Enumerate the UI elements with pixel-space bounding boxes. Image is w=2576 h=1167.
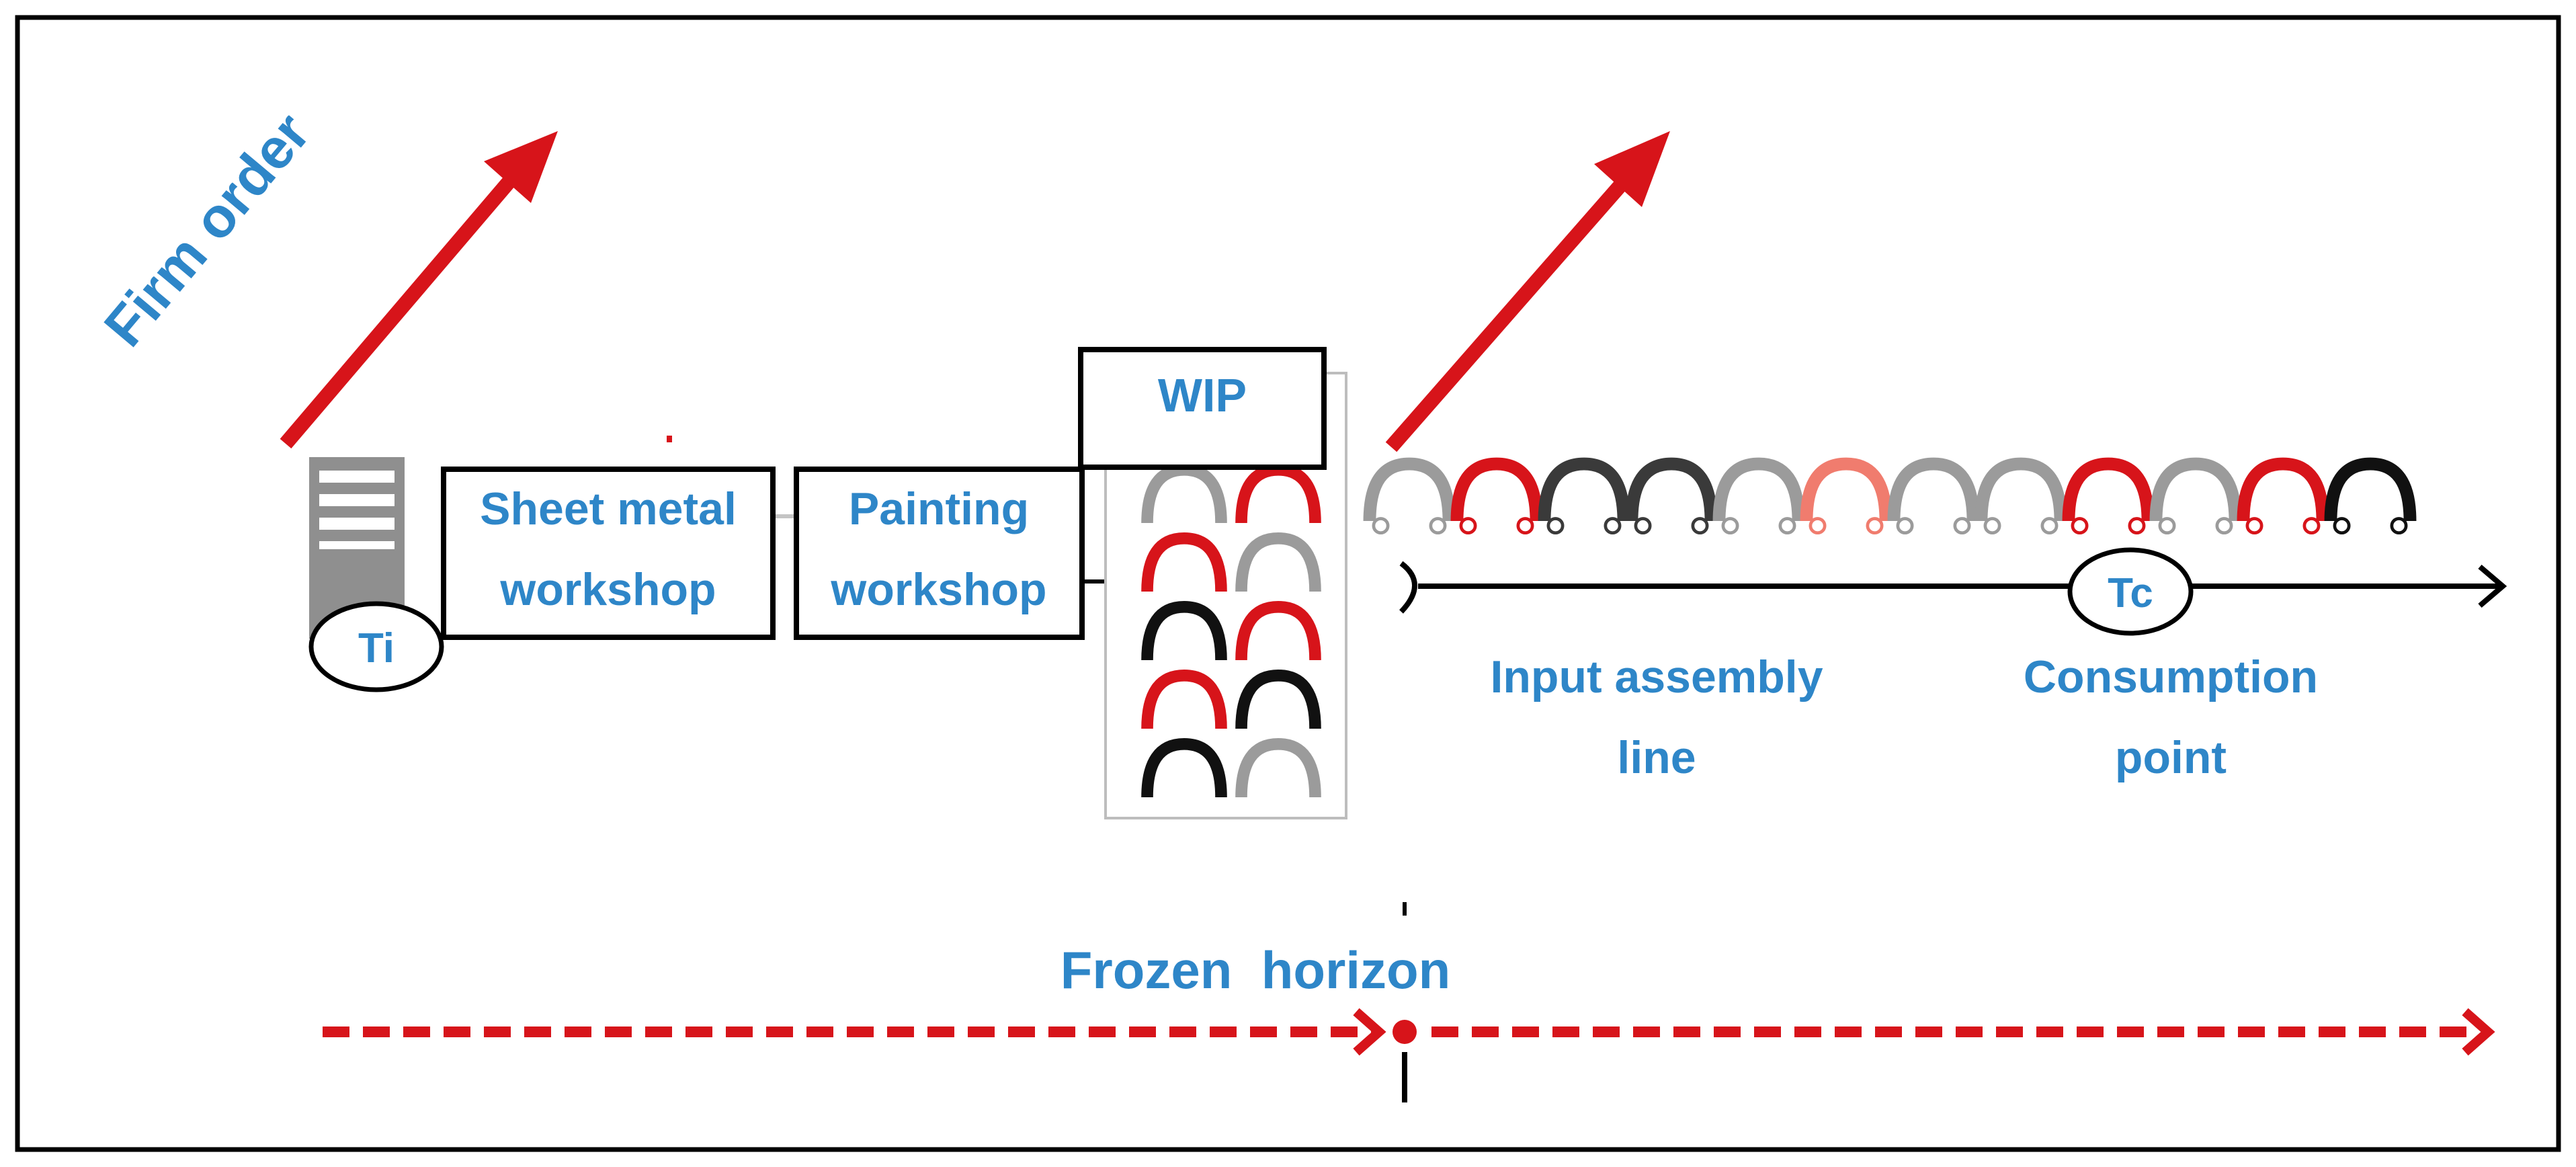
car-icon: [1235, 669, 1321, 729]
tc-node: Tc: [2067, 547, 2194, 636]
assembly-line: [1399, 561, 2507, 614]
car-icon: [1141, 600, 1227, 661]
frozen-horizon-label: Frozen horizon: [1061, 940, 1451, 1000]
car-icon: [1235, 532, 1321, 592]
outer-frame: [15, 15, 2561, 1152]
consumption-point-label-1: Consumption: [2024, 651, 2318, 702]
car-icon: [1141, 532, 1227, 592]
car-icon: [1235, 737, 1321, 798]
car-icon: [1975, 457, 2067, 535]
frozen-horizon-arrowhead-right: [2462, 1008, 2495, 1056]
wip-label: WIP: [1158, 369, 1247, 421]
painting-label-line2: workshop: [830, 564, 1046, 615]
car-icon: [2324, 457, 2417, 535]
car-icon: [1450, 457, 1543, 535]
sheet-metal-label-line2: workshop: [499, 564, 716, 615]
tc-label: Tc: [2108, 570, 2153, 616]
car-icon: [2149, 457, 2242, 535]
firm-order-label: Firm order: [92, 101, 322, 358]
ti-node: Ti: [308, 601, 444, 692]
sheet-metal-workshop-box: Sheet metal workshop: [441, 467, 776, 640]
car-icon: [1141, 669, 1227, 729]
car-icon: [1363, 457, 1456, 535]
ti-label: Ti: [358, 625, 394, 672]
car-icon: [1141, 737, 1227, 798]
car-icon: [1235, 600, 1321, 661]
painting-workshop-box: Painting workshop: [794, 467, 1085, 640]
frozen-horizon-point: [1393, 1020, 1417, 1044]
assembly-line-cars: [1363, 457, 2417, 535]
car-icon: [1800, 457, 1893, 535]
wip-buffer-cars: [1141, 463, 1321, 798]
firm-order-arrow: [280, 131, 558, 449]
frozen-horizon-arrowhead-left: [1353, 1008, 1386, 1056]
car-icon: [1712, 457, 1805, 535]
car-icon: [2062, 457, 2155, 535]
red-mark: [667, 436, 672, 442]
car-icon: [1887, 457, 1980, 535]
painting-label-line1: Painting: [849, 483, 1029, 534]
input-assembly-line-label-2: line: [1617, 732, 1696, 783]
wip-box: WIP: [1078, 347, 1327, 470]
car-icon: [1625, 457, 1718, 535]
consumption-point-label-2: point: [2115, 732, 2227, 783]
car-icon: [1538, 457, 1630, 535]
input-assembly-line-label-1: Input assembly: [1490, 651, 1823, 702]
car-icon: [2237, 457, 2329, 535]
sheet-metal-label-line1: Sheet metal: [480, 483, 737, 534]
assembly-order-arrow: [1385, 131, 1670, 452]
